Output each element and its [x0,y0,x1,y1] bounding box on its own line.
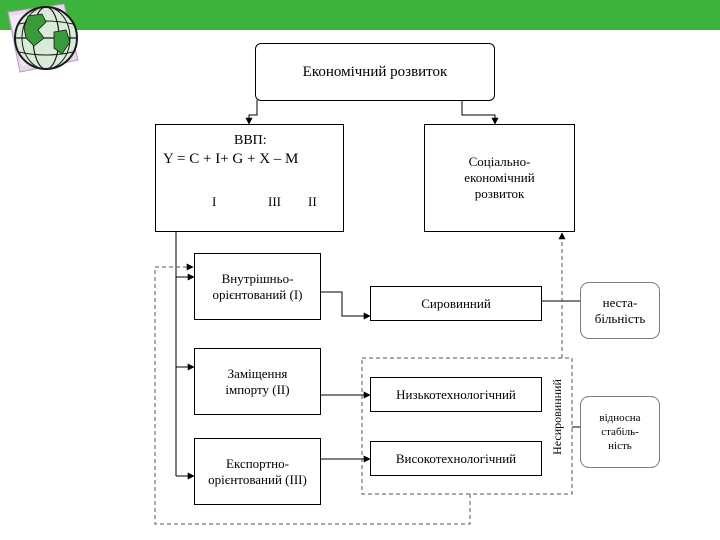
nonraw-label: Несировинний [550,379,564,455]
raw-sector-box: Сировинний [370,286,542,321]
title-box: Економічний розвиток [255,43,495,101]
feedback-loop [154,263,471,525]
instability-note: неста-більність [580,282,660,339]
raw-sector-text: Сировинний [421,295,491,311]
social-development-text: Соціально-економічний розвиток [464,154,535,201]
hightech-sector-text: Високотехнологічний [395,450,517,466]
arrow-title-to-gdp [245,100,258,125]
instability-text: неста-більність [594,294,646,326]
gdp-heading: ВВП: [234,133,267,148]
globe-icon [7,3,79,73]
gdp-group-i: I [212,194,217,209]
title-text: Економічний розвиток [302,64,448,80]
gdp-formula: Y = C + I+ G + X – M [163,151,299,167]
arrow-internal-to-raw [321,291,371,320]
internal-strategy-box: Внутрішньо-орієнтований (І) [194,253,321,320]
substitution-strategy-box: Заміщення імпорту (ІІ) [194,348,321,415]
lowtech-sector-box: Низькотехнологічний [370,377,542,412]
social-development-box: Соціально-економічний розвиток [424,124,575,232]
arrow-title-to-social [461,100,499,125]
gdp-group-ii: II [308,194,317,209]
stability-note: відносна стабіль-ність [580,396,660,468]
lowtech-sector-text: Низькотехнологічний [396,386,516,402]
export-strategy-text: Експортно-орієнтований (ІІІ) [208,455,307,487]
gdp-box [155,124,344,232]
nonraw-group-frame [361,357,573,495]
header-bar [0,0,720,30]
gdp-group-iii: III [268,194,281,209]
substitution-strategy-text: Заміщення імпорту (ІІ) [225,365,290,397]
internal-strategy-text: Внутрішньо-орієнтований (І) [212,270,303,302]
stability-text: відносна стабіль-ність [599,412,641,452]
hightech-sector-box: Високотехнологічний [370,441,542,476]
export-strategy-box: Експортно-орієнтований (ІІІ) [194,438,321,505]
